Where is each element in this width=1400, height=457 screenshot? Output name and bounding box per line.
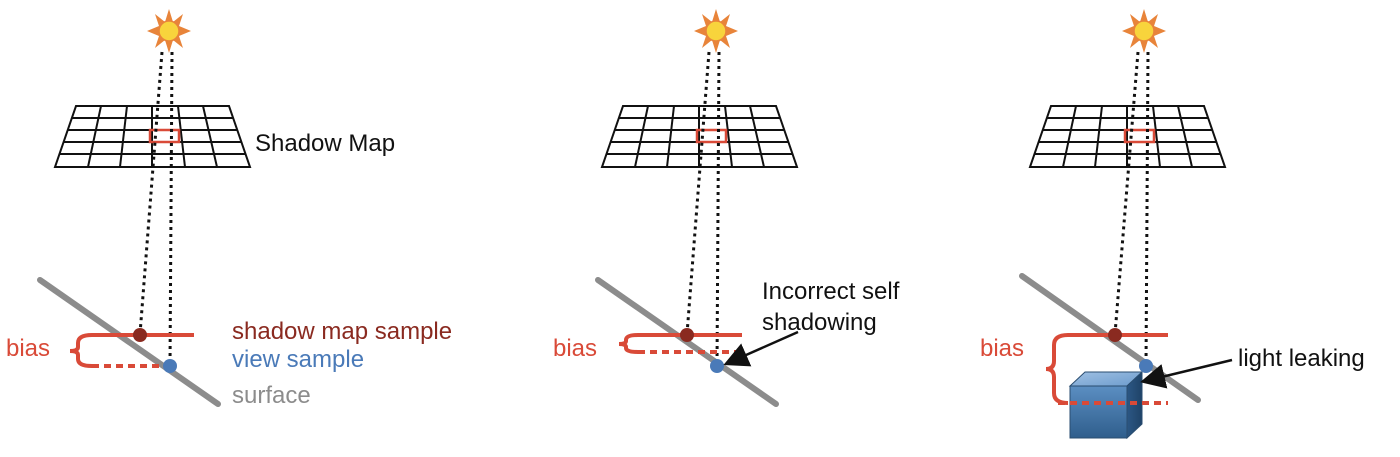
- shadow-map-sample-point: [680, 328, 694, 342]
- view-sample-point: [710, 359, 724, 373]
- shadow-map-label: Shadow Map: [255, 130, 396, 157]
- legend-view-sample: view sample: [232, 346, 365, 373]
- incorrect-self-shadowing-label: Incorrect self shadowing: [762, 278, 900, 337]
- shadow-map-grid: [1028, 105, 1227, 168]
- shadow-map-sample-point: [133, 328, 147, 342]
- sun-icon: [1122, 9, 1166, 53]
- bias-label: bias: [980, 335, 1025, 362]
- panel-2: [595, 9, 799, 407]
- light-leaking-label: light leaking: [1238, 345, 1365, 372]
- legend-surface: surface: [232, 382, 311, 409]
- legend-shadow-map-sample: shadow map sample: [232, 318, 453, 345]
- sun-icon: [147, 9, 191, 53]
- bias-label: bias: [6, 335, 51, 362]
- light-rays: [138, 51, 174, 367]
- view-sample-point: [1139, 359, 1153, 373]
- panel-3: [1019, 9, 1233, 440]
- bias-label: bias: [553, 335, 598, 362]
- annotation-arrow: [723, 330, 799, 367]
- shadow-map-texel-highlight: [148, 128, 181, 144]
- shadow-map-texel-highlight: [695, 128, 728, 144]
- bias-brace: [618, 333, 639, 354]
- bias-brace: [69, 333, 93, 368]
- bias-brace: [1045, 333, 1069, 405]
- panel-1: [37, 9, 252, 407]
- light-rays: [1113, 51, 1150, 367]
- view-sample-point: [163, 359, 177, 373]
- shadow-map-texel-highlight: [1123, 128, 1156, 144]
- shadow-map-sample-point: [1108, 328, 1122, 342]
- light-rays: [685, 51, 721, 367]
- surface-line: [37, 277, 221, 407]
- annotation-arrow: [1140, 358, 1233, 389]
- sun-icon: [694, 9, 738, 53]
